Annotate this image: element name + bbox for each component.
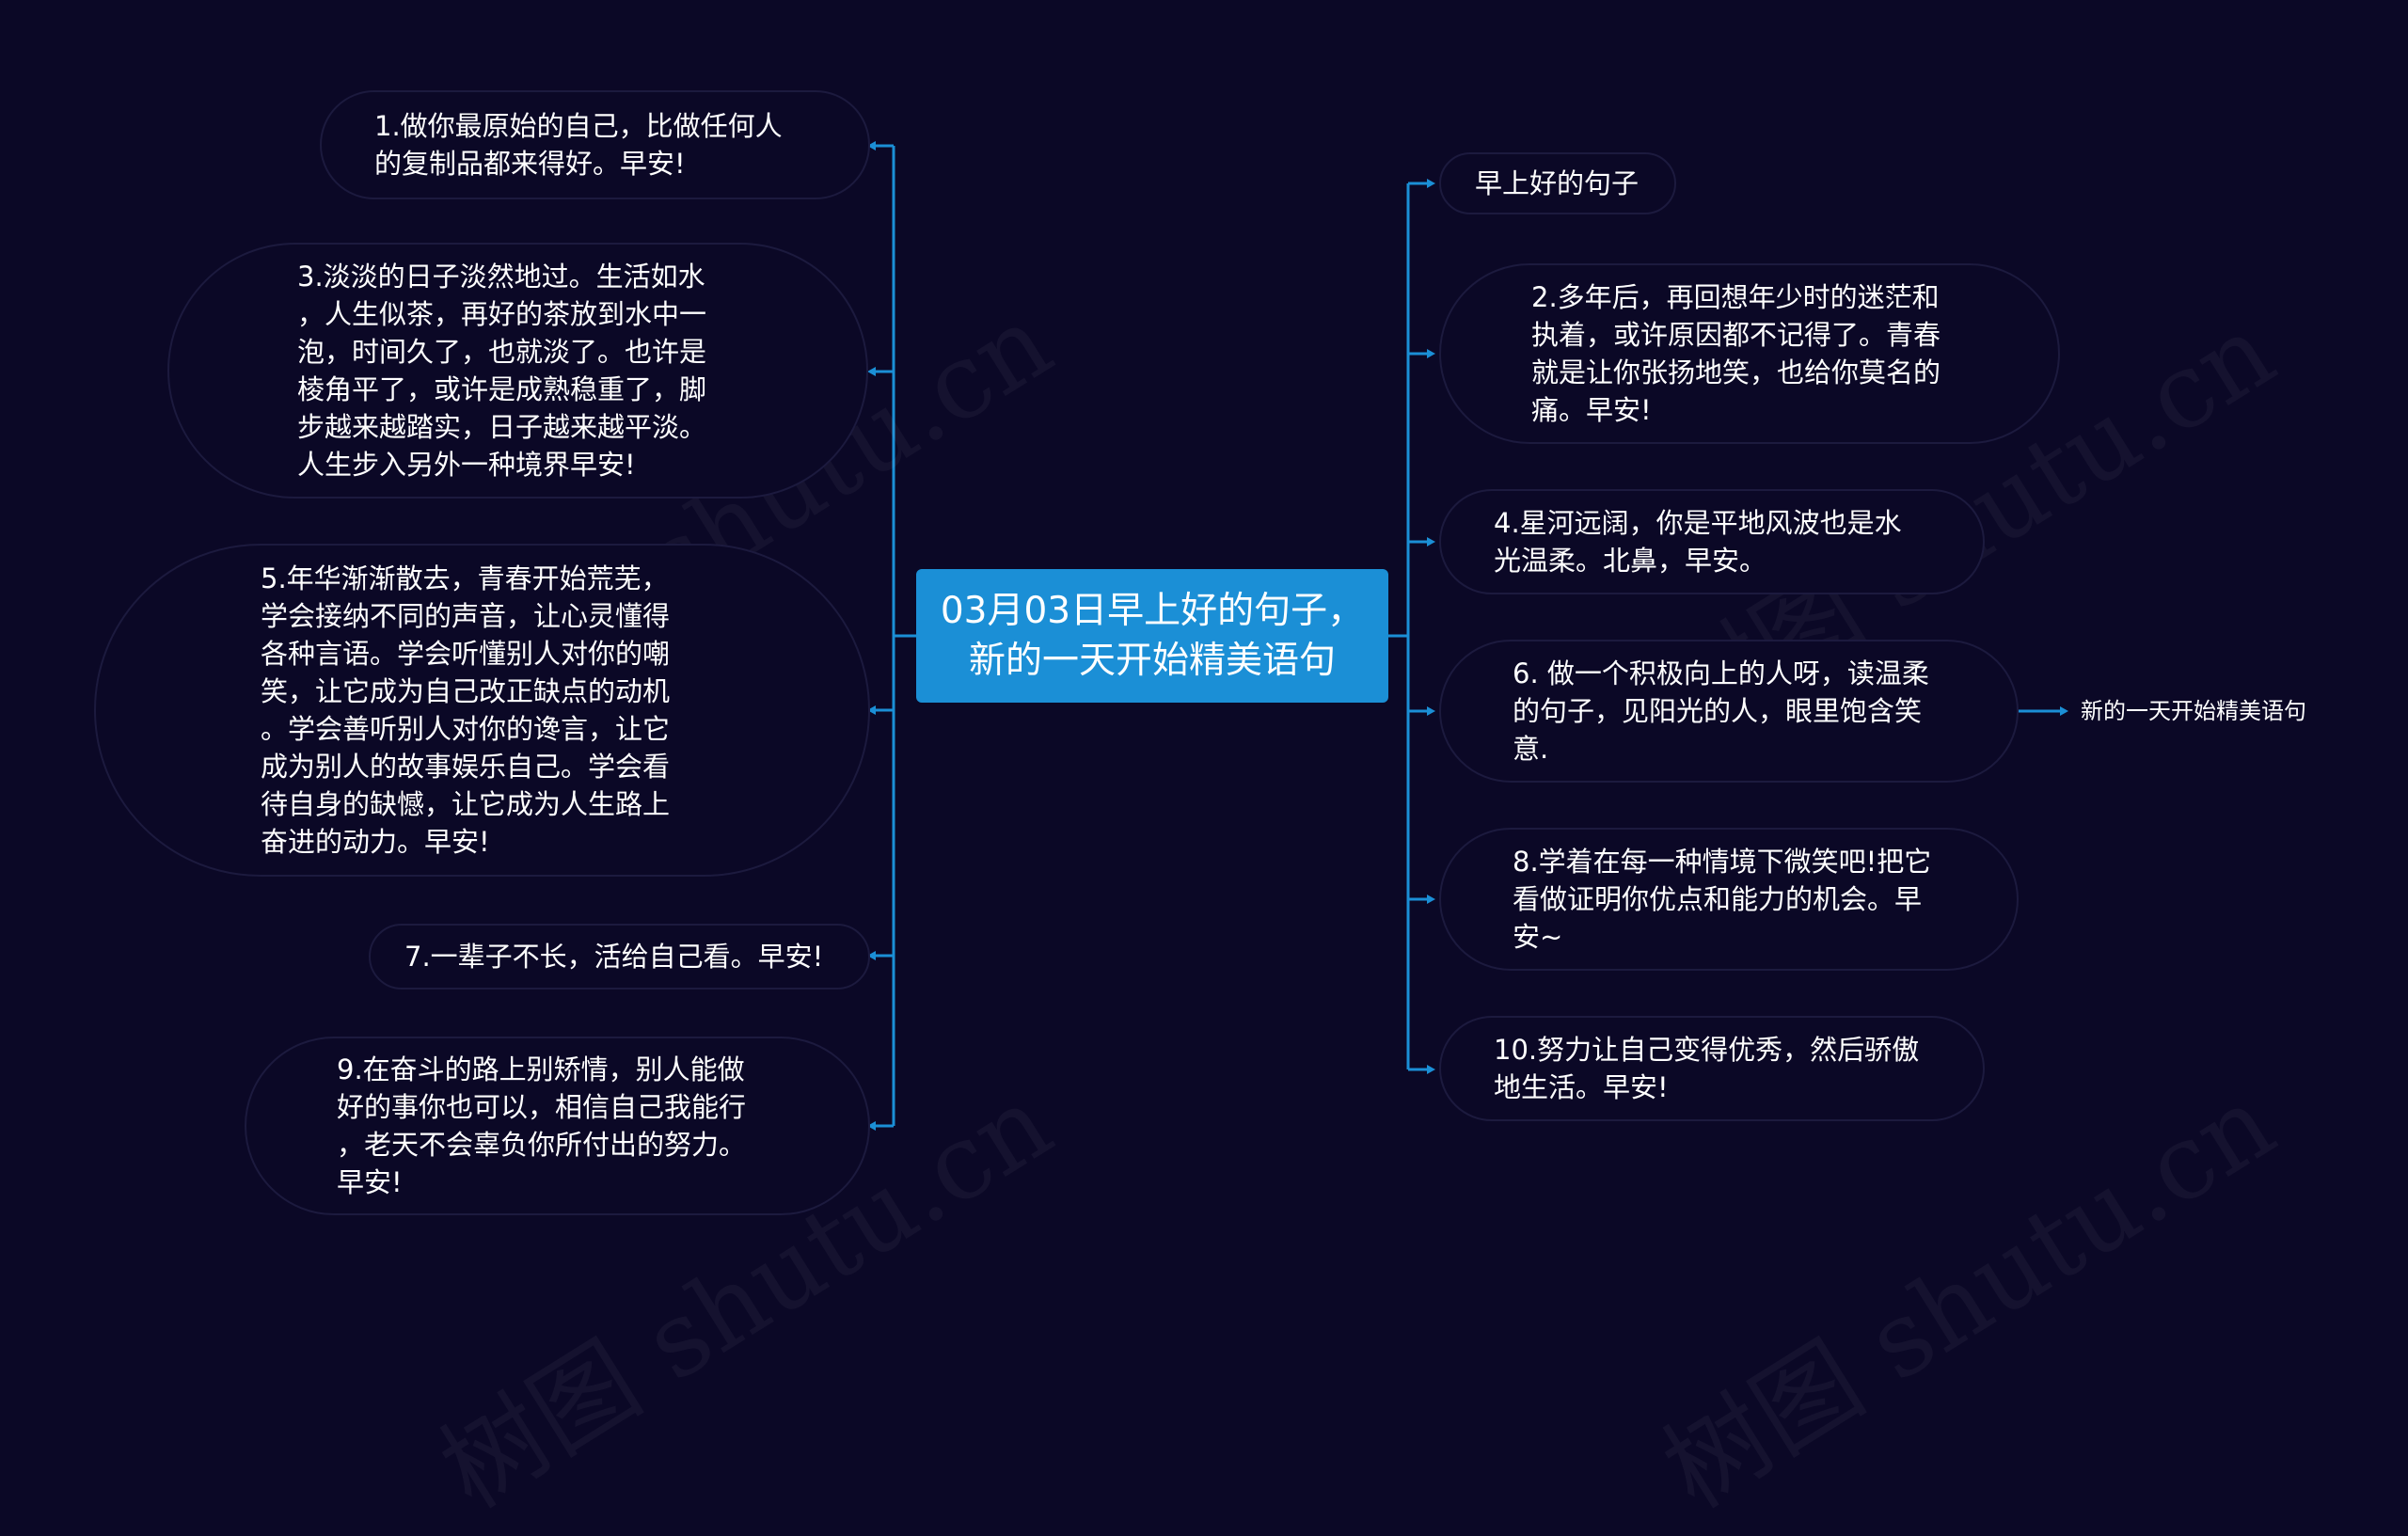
topic-text: 8.学着在每一种情境下微笑吧!把它 看做证明你优点和能力的机会。早 安~ — [1513, 846, 1932, 953]
arrow-right-0 — [1427, 179, 1435, 188]
arrow-left-1 — [867, 141, 876, 150]
arrow-leaf — [2060, 706, 2068, 716]
topic-node-right-10[interactable]: 10.努力让自己变得优秀，然后骄傲 地生活。早安! — [1439, 1016, 1985, 1121]
topic-text: 10.努力让自己变得优秀，然后骄傲 地生活。早安! — [1494, 1034, 1920, 1103]
topic-text: 9.在奋斗的路上别矫情，别人能做 好的事你也可以，相信自己我能行 ，老天不会辜负… — [337, 1053, 747, 1198]
connector-canvas — [867, 141, 2068, 1131]
topic-node-right-title[interactable]: 早上好的句子 — [1439, 152, 1676, 214]
topic-node-left-5[interactable]: 5.年华渐渐散去，青春开始荒芜， 学会接纳不同的声音，让心灵懂得 各种言语。学会… — [94, 544, 870, 877]
arrow-right-4 — [1427, 537, 1435, 546]
arrow-right-10 — [1427, 1065, 1435, 1074]
arrow-right-2 — [1427, 349, 1435, 358]
topic-node-right-2[interactable]: 2.多年后，再回想年少时的迷茫和 执着，或许原因都不记得了。青春 就是让你张扬地… — [1439, 263, 2060, 444]
topic-node-left-1[interactable]: 1.做你最原始的自己，比做任何人 的复制品都来得好。早安! — [320, 90, 870, 199]
arrow-left-9 — [867, 1121, 876, 1131]
topic-node-right-4[interactable]: 4.星河远阔，你是平地风波也是水 光温柔。北鼻，早安。 — [1439, 489, 1985, 594]
arrow-left-7 — [867, 951, 876, 960]
arrow-left-5 — [867, 705, 876, 715]
arrow-right-8 — [1427, 895, 1435, 904]
topic-text: 7.一辈子不长，活给自己看。早安! — [404, 941, 824, 973]
topic-text: 6. 做一个积极向上的人呀，读温柔 的句子，见阳光的人，眼里饱含笑 意. — [1513, 657, 1929, 765]
arrow-right-6 — [1427, 706, 1435, 716]
root-topic[interactable]: 03月03日早上好的句子， 新的一天开始精美语句 — [916, 569, 1388, 703]
topic-text: 早上好的句子 — [1475, 167, 1640, 199]
topic-text: 4.星河远阔，你是平地风波也是水 光温柔。北鼻，早安。 — [1494, 507, 1902, 577]
topic-node-right-6[interactable]: 6. 做一个积极向上的人呀，读温柔 的句子，见阳光的人，眼里饱含笑 意. — [1439, 640, 2019, 783]
topic-node-left-9[interactable]: 9.在奋斗的路上别矫情，别人能做 好的事你也可以，相信自己我能行 ，老天不会辜负… — [245, 1037, 870, 1215]
topic-node-right-8[interactable]: 8.学着在每一种情境下微笑吧!把它 看做证明你优点和能力的机会。早 安~ — [1439, 828, 2019, 971]
child-leaf-topic[interactable]: 新的一天开始精美语句 — [2081, 698, 2306, 724]
topic-text: 2.多年后，再回想年少时的迷茫和 执着，或许原因都不记得了。青春 就是让你张扬地… — [1531, 281, 1941, 426]
topic-text: 1.做你最原始的自己，比做任何人 的复制品都来得好。早安! — [374, 110, 783, 180]
arrow-left-3 — [867, 367, 876, 376]
topic-text: 5.年华渐渐散去，青春开始荒芜， 学会接纳不同的声音，让心灵懂得 各种言语。学会… — [261, 562, 671, 858]
topic-node-left-7[interactable]: 7.一辈子不长，活给自己看。早安! — [369, 924, 870, 990]
topic-node-left-3[interactable]: 3.淡淡的日子淡然地过。生活如水 ，人生似茶，再好的茶放到水中一 泡，时间久了，… — [167, 243, 868, 499]
topic-text: 3.淡淡的日子淡然地过。生活如水 ，人生似茶，再好的茶放到水中一 泡，时间久了，… — [297, 261, 707, 481]
